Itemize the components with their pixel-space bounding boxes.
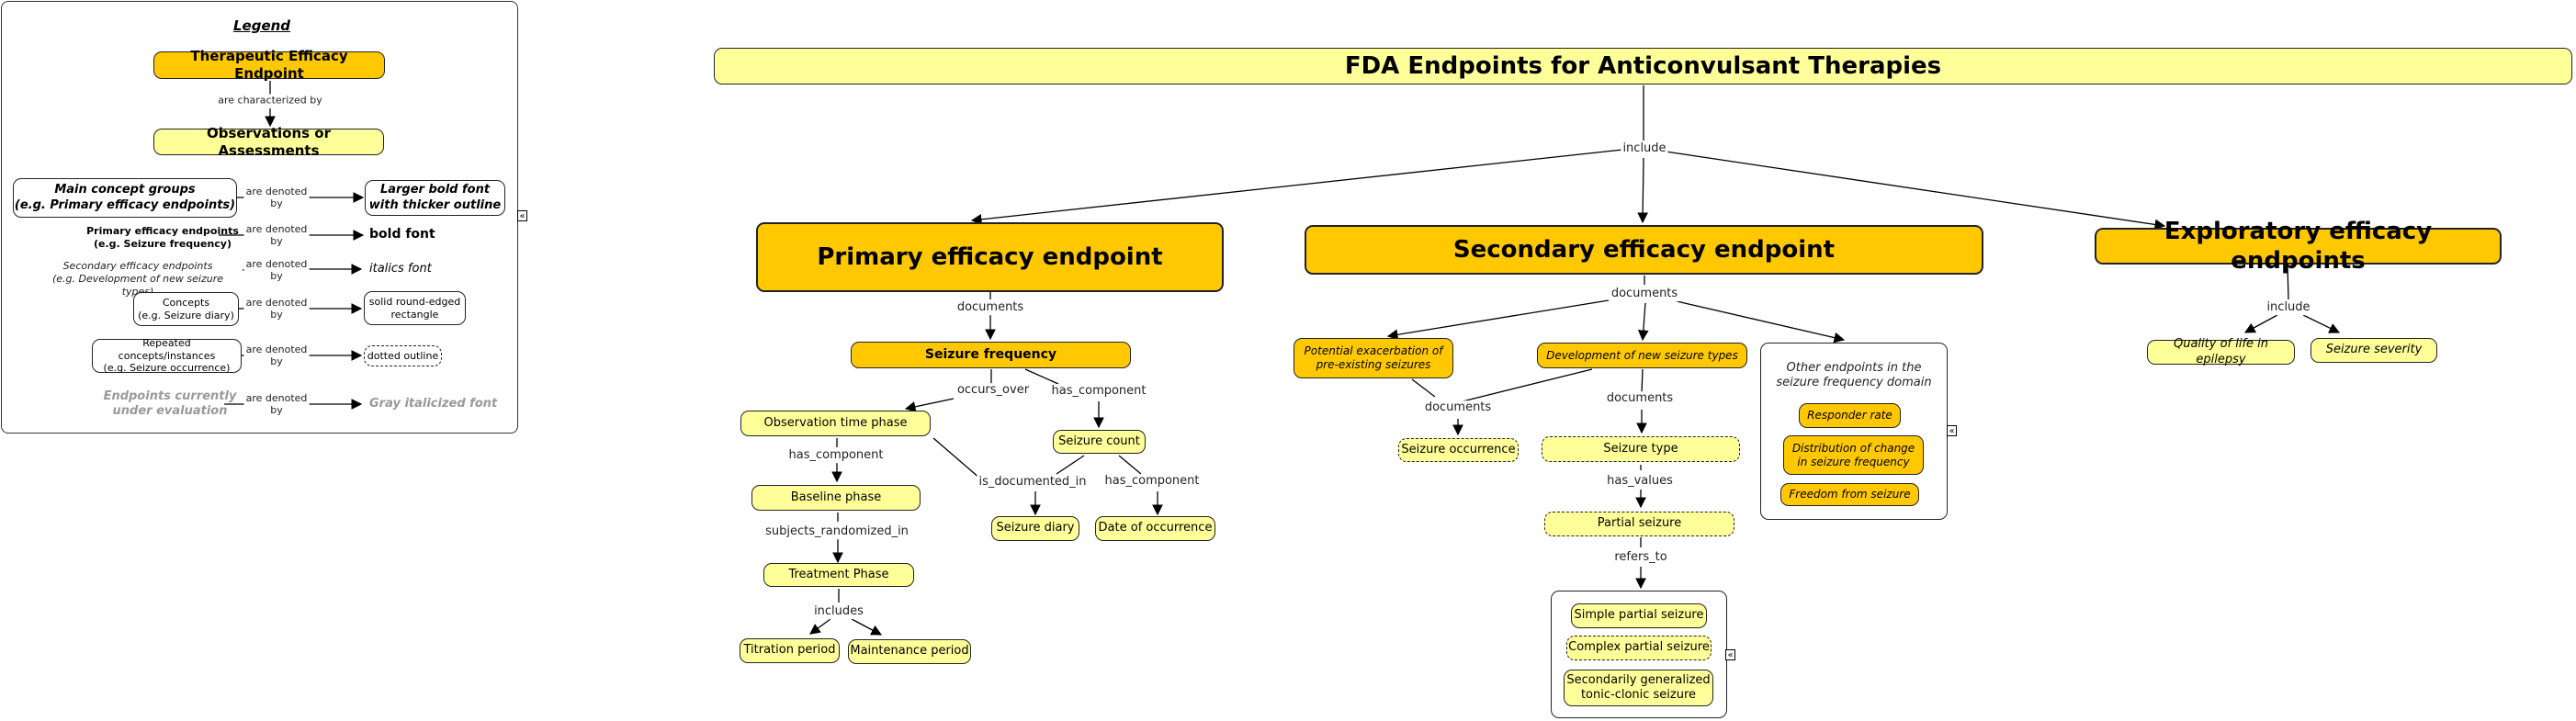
new-seizure-types-node[interactable]: Development of new seizure types: [1537, 343, 1747, 368]
legend-denoted-by-3: are denoted by: [243, 257, 310, 283]
other-endpoints-collapse-icon[interactable]: «: [1947, 425, 1957, 436]
legend-italics-font-text: italics font: [369, 262, 432, 276]
legend-denoted-by-2: are denoted by: [243, 222, 310, 248]
link-occurs-over: occurs_over: [955, 383, 1032, 398]
legend-larger-bold-node[interactable]: Larger bold font with thicker outline: [365, 180, 505, 216]
seizure-count-node[interactable]: Seizure count: [1053, 430, 1146, 454]
legend-concepts-node[interactable]: Concepts (e.g. Seizure diary): [133, 292, 239, 326]
legend-denoted-by-6: are denoted by: [243, 391, 310, 417]
maintenance-period-node[interactable]: Maintenance period: [848, 639, 971, 664]
date-of-occurrence-node[interactable]: Date of occurrence: [1095, 516, 1215, 541]
link-include-exploratory: include: [2265, 300, 2312, 315]
link-include-top: include: [1621, 141, 1668, 156]
legend-denoted-by-5: are denoted by: [243, 343, 310, 368]
legend-heading: Legend: [232, 17, 291, 34]
link-has-component-2: has_component: [786, 448, 886, 463]
primary-efficacy-endpoint[interactable]: Primary efficacy endpoint: [756, 222, 1224, 292]
link-documents-type: documents: [1604, 391, 1676, 406]
legend-endpoint-node[interactable]: Therapeutic Efficacy Endpoint: [153, 48, 385, 82]
legend-link-characterized: are characterized by: [216, 94, 324, 107]
exacerbation-node[interactable]: Potential exacerbation of pre-existing s…: [1294, 338, 1453, 378]
seizure-occurrence-node[interactable]: Seizure occurrence: [1398, 438, 1519, 462]
link-is-documented-in: is_documented_in: [977, 475, 1089, 490]
link-has-component-3: has_component: [1102, 474, 1202, 489]
seizure-diary-node[interactable]: Seizure diary: [991, 516, 1079, 541]
partial-types-collapse-icon[interactable]: «: [1725, 649, 1735, 660]
legend-denoted-by-1: are denoted by: [243, 185, 310, 210]
legend-repeated-node[interactable]: Repeated concepts/instances (e.g. Seizur…: [92, 337, 242, 374]
link-subjects-randomized-in: subjects_randomized_in: [763, 524, 910, 539]
treatment-phase-node[interactable]: Treatment Phase: [763, 563, 914, 587]
quality-of-life-node[interactable]: Quality of life in epilepsy: [2147, 337, 2295, 366]
legend-gray-font-text: Gray italicized font: [369, 397, 498, 411]
legend-bold-font-text: bold font: [369, 227, 435, 242]
partial-seizure-node[interactable]: Partial seizure: [1544, 512, 1734, 536]
legend-primary-text: Primary efficacy endpoints (e.g. Seizure…: [86, 225, 239, 250]
observation-time-phase-node[interactable]: Observation time phase: [740, 411, 931, 436]
legend-main-groups-node[interactable]: Main concept groups (e.g. Primary effica…: [13, 178, 237, 218]
responder-rate-node[interactable]: Responder rate: [1799, 403, 1901, 428]
link-refers-to: refers_to: [1612, 550, 1669, 565]
legend-collapse-icon[interactable]: «: [517, 210, 527, 221]
secondary-efficacy-endpoint[interactable]: Secondary efficacy endpoint: [1305, 225, 1983, 275]
distribution-change-node[interactable]: Distribution of change in seizure freque…: [1783, 435, 1924, 475]
exploratory-efficacy-endpoints[interactable]: Exploratory efficacy endpoints: [2095, 218, 2502, 275]
legend-solid-rect-node[interactable]: solid round-edged rectangle: [364, 291, 466, 325]
map-title[interactable]: FDA Endpoints for Anticonvulsant Therapi…: [714, 48, 2572, 84]
other-endpoints-title: Other endpoints in the seizure frequency…: [1776, 361, 1932, 390]
legend-secondary-text: Secondary efficacy endpoints (e.g. Devel…: [51, 260, 223, 298]
legend-dotted-node[interactable]: dotted outline: [364, 345, 442, 366]
seizure-frequency-node[interactable]: Seizure frequency: [851, 342, 1131, 368]
simple-partial-seizure-node[interactable]: Simple partial seizure: [1571, 603, 1707, 628]
legend-denoted-by-4: are denoted by: [243, 296, 310, 321]
link-documents-primary: documents: [955, 300, 1026, 315]
link-has-values: has_values: [1605, 474, 1675, 489]
baseline-phase-node[interactable]: Baseline phase: [751, 485, 921, 511]
link-documents-occurrence: documents: [1422, 400, 1494, 415]
freedom-from-seizure-node[interactable]: Freedom from seizure: [1780, 483, 1919, 506]
complex-partial-seizure-node[interactable]: Complex partial seizure: [1566, 636, 1712, 660]
seizure-type-node[interactable]: Seizure type: [1542, 436, 1740, 462]
legend-observation-node[interactable]: Observations or Assessments: [153, 125, 384, 159]
link-has-component-1: has_component: [1049, 384, 1148, 399]
link-includes: includes: [812, 604, 865, 619]
legend-evaluation-text: Endpoints currently under evaluation: [103, 389, 237, 419]
titration-period-node[interactable]: Titration period: [740, 638, 840, 663]
link-documents-secondary: documents: [1609, 287, 1680, 301]
seizure-severity-node[interactable]: Seizure severity: [2310, 338, 2437, 363]
secondarily-generalized-node[interactable]: Secondarily generalized tonic-clonic sei…: [1564, 670, 1713, 706]
